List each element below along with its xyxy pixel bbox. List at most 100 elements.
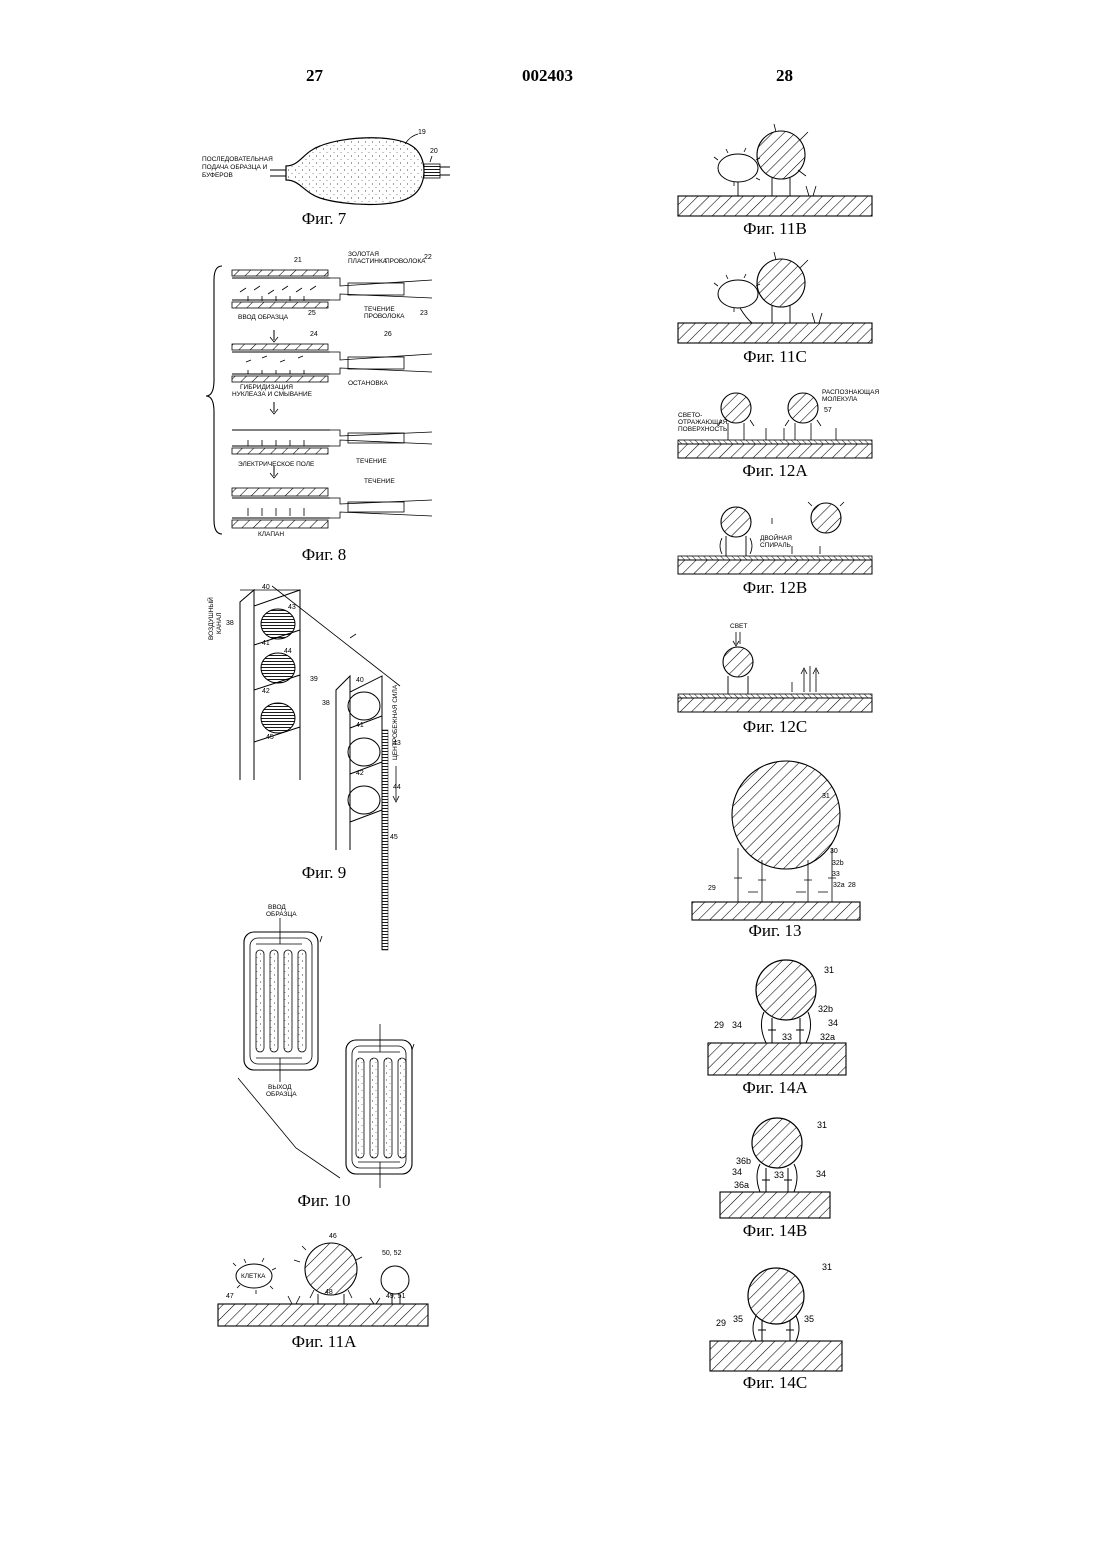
fig8-ref-22: 22 <box>424 254 432 261</box>
fig8-stop: ОСТАНОВКА <box>348 380 388 387</box>
fig14b-ref-34-left: 34 <box>732 1167 742 1177</box>
fig14b-ref-31: 31 <box>817 1120 827 1130</box>
fig12b-helix-line1: ДВОЙНАЯ <box>760 535 792 542</box>
fig8-ref-25: 25 <box>308 310 316 317</box>
fig14c-ref-35-left: 35 <box>733 1314 743 1324</box>
fig14a-ref-34-right: 34 <box>828 1018 838 1028</box>
fig9-ref-38a: 38 <box>226 620 234 627</box>
fig8-wire: ПРОВОЛОКА <box>385 258 425 265</box>
fig9-ref-45b: 45 <box>390 834 398 841</box>
fig9-ref-41a: 41 <box>262 640 270 647</box>
fig13-ref-30: 30 <box>830 848 838 855</box>
fig10-drawing <box>238 918 414 1188</box>
fig9-ref-42a: 42 <box>262 688 270 695</box>
caption-fig14c: Фиг. 14С <box>743 1373 807 1393</box>
caption-fig11b: Фиг. 11В <box>743 219 807 239</box>
fig13-ref-33: 33 <box>832 871 840 878</box>
caption-fig14a: Фиг. 14А <box>742 1078 807 1098</box>
fig11a-ref-47: 47 <box>226 1293 234 1300</box>
fig12a-ref-57: 57 <box>824 407 832 414</box>
fig9-ref-43a: 43 <box>288 604 296 611</box>
fig14c-ref-31: 31 <box>822 1262 832 1272</box>
fig7-label-line3: БУФЕРОВ <box>202 172 233 179</box>
fig9-ref-39: 39 <box>310 676 318 683</box>
fig9-ref-38b: 38 <box>322 700 330 707</box>
caption-fig11a: Фиг. 11А <box>292 1332 357 1352</box>
fig12b-helix-line2: СПИРАЛЬ <box>760 542 791 549</box>
fig11c-drawing <box>678 252 872 343</box>
fig12a-refl-line1: СВЕТО- <box>678 412 702 419</box>
fig7-ref-19: 19 <box>418 129 426 136</box>
fig9-air-line2: КАНАЛ <box>216 612 223 634</box>
page-number-left: 27 <box>306 66 323 86</box>
caption-fig11c: Фиг. 11С <box>743 347 807 367</box>
fig14a-ref-32a: 32a <box>820 1032 835 1042</box>
fig8-hyb-line1: ГИБРИДИЗАЦИЯ <box>240 384 293 391</box>
fig12a-refl-line3: ПОВЕРХНОСТЬ <box>678 426 727 433</box>
fig10-in-line2: ОБРАЗЦА <box>266 911 297 918</box>
fig14a-ref-34-left: 34 <box>732 1020 742 1030</box>
fig11a-ref-4951: 49, 51 <box>386 1293 405 1300</box>
fig14a-drawing <box>708 960 846 1075</box>
fig14b-ref-36b: 36b <box>736 1156 751 1166</box>
page-number-right: 28 <box>776 66 793 86</box>
fig9-ref-41b: 41 <box>356 722 364 729</box>
patent-number: 002403 <box>522 66 573 86</box>
fig7-drawing <box>270 134 450 205</box>
fig14a-ref-31: 31 <box>824 965 834 975</box>
fig7-label-line1: ПОСЛЕДОВАТЕЛЬНАЯ <box>202 156 273 163</box>
fig12a-recog-line1: РАСПОЗНАЮЩАЯ <box>822 389 879 396</box>
fig9-ref-45a: 45 <box>266 734 274 741</box>
fig7-label-line2: ПОДАЧА ОБРАЗЦА И <box>202 164 267 171</box>
fig9-centrifugal: ЦЕНТРОБЕЖНАЯ СИЛА <box>392 685 399 760</box>
fig10-out-line1: ВЫХОД <box>268 1084 292 1091</box>
fig8-field: ЭЛЕКТРИЧЕСКОЕ ПОЛЕ <box>238 461 314 468</box>
fig12a-refl-line2: ОТРАЖАЮЩАЯ <box>678 419 727 426</box>
fig8-ref-26: 26 <box>384 331 392 338</box>
fig14c-ref-35-right: 35 <box>804 1314 814 1324</box>
fig8-ref-23: 23 <box>420 310 428 317</box>
fig9-ref-44b: 44 <box>393 784 401 791</box>
fig14b-ref-33: 33 <box>774 1170 784 1180</box>
fig8-flow2: ТЕЧЕНИЕ <box>356 458 387 465</box>
fig8-wire2: ПРОВОЛОКА <box>364 313 404 320</box>
fig10-out-line2: ОБРАЗЦА <box>266 1091 297 1098</box>
fig9-ref-40b: 40 <box>356 677 364 684</box>
caption-fig13: Фиг. 13 <box>748 921 801 941</box>
fig13-ref-29: 29 <box>708 885 716 892</box>
caption-fig12a: Фиг. 12А <box>742 461 807 481</box>
fig8-hyb-line2: НУКЛЕАЗА И СМЫВАНИЕ <box>232 391 312 398</box>
fig13-ref-31: 31 <box>822 793 830 800</box>
fig8-gold-line2: ПЛАСТИНКА <box>348 258 387 265</box>
caption-fig8: Фиг. 8 <box>302 545 347 565</box>
fig14b-ref-36a: 36a <box>734 1180 749 1190</box>
caption-fig14b: Фиг. 14В <box>743 1221 807 1241</box>
fig8-gold-line1: ЗОЛОТАЯ <box>348 251 379 258</box>
fig8-valve: КЛАПАН <box>258 531 284 538</box>
fig11a-cell: КЛЕТКА <box>241 1273 265 1280</box>
fig8-ref-21: 21 <box>294 257 302 264</box>
fig11a-ref-46: 46 <box>329 1233 337 1240</box>
fig8-flow: ТЕЧЕНИЕ <box>364 306 395 313</box>
fig14c-ref-29: 29 <box>716 1318 726 1328</box>
fig10-in-line1: ВВОД <box>268 904 286 911</box>
fig14a-ref-32b: 32b <box>818 1004 833 1014</box>
fig13-drawing <box>692 761 860 920</box>
fig14b-ref-34-right: 34 <box>816 1169 826 1179</box>
fig8-ref-24: 24 <box>310 331 318 338</box>
caption-fig12c: Фиг. 12С <box>743 717 807 737</box>
fig12c-light: СВЕТ <box>730 623 747 630</box>
fig9-ref-44a: 44 <box>284 648 292 655</box>
fig11b-drawing <box>678 124 872 216</box>
fig9-ref-43b: 43 <box>393 740 401 747</box>
fig9-ref-42b: 42 <box>356 770 364 777</box>
caption-fig10: Фиг. 10 <box>297 1191 350 1211</box>
fig8-flow3: ТЕЧЕНИЕ <box>364 478 395 485</box>
caption-fig7: Фиг. 7 <box>302 209 347 229</box>
fig13-ref-32b: 32b <box>832 860 844 867</box>
caption-fig12b: Фиг. 12В <box>743 578 807 598</box>
fig9-air-line1: ВОЗДУШНЫЙ <box>208 597 215 640</box>
fig13-ref-28: 28 <box>848 882 856 889</box>
fig7-ref-20: 20 <box>430 148 438 155</box>
